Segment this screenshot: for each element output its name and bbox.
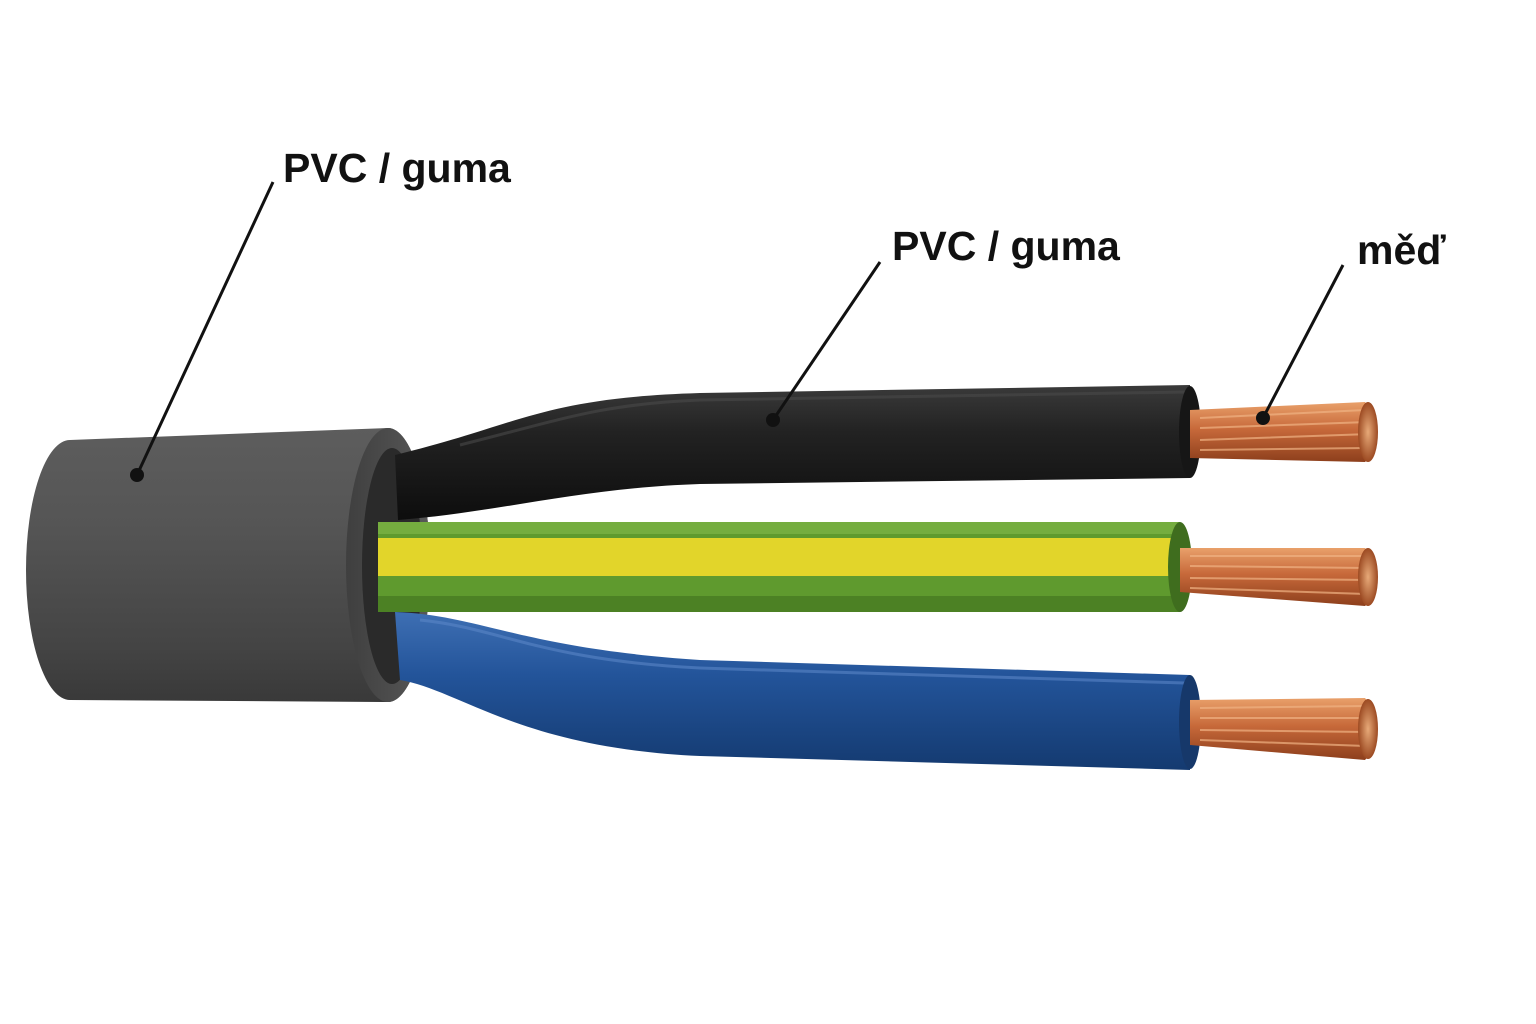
copper-conductor-bottom xyxy=(1190,698,1378,760)
green-yellow-core xyxy=(378,522,1192,612)
black-core xyxy=(395,385,1201,520)
leader-line-copper xyxy=(1256,264,1345,425)
leader-line-insulation xyxy=(766,261,882,427)
copper-conductor-middle xyxy=(1180,548,1378,606)
outer-sheath-label: PVC / guma xyxy=(283,145,511,191)
core-insulation-label: PVC / guma xyxy=(892,223,1120,269)
blue-core xyxy=(395,612,1201,770)
copper-conductor-top xyxy=(1190,402,1378,462)
outer-sheath xyxy=(26,428,430,702)
leader-line-sheath xyxy=(130,181,275,482)
conductor-label: měď xyxy=(1357,227,1446,273)
